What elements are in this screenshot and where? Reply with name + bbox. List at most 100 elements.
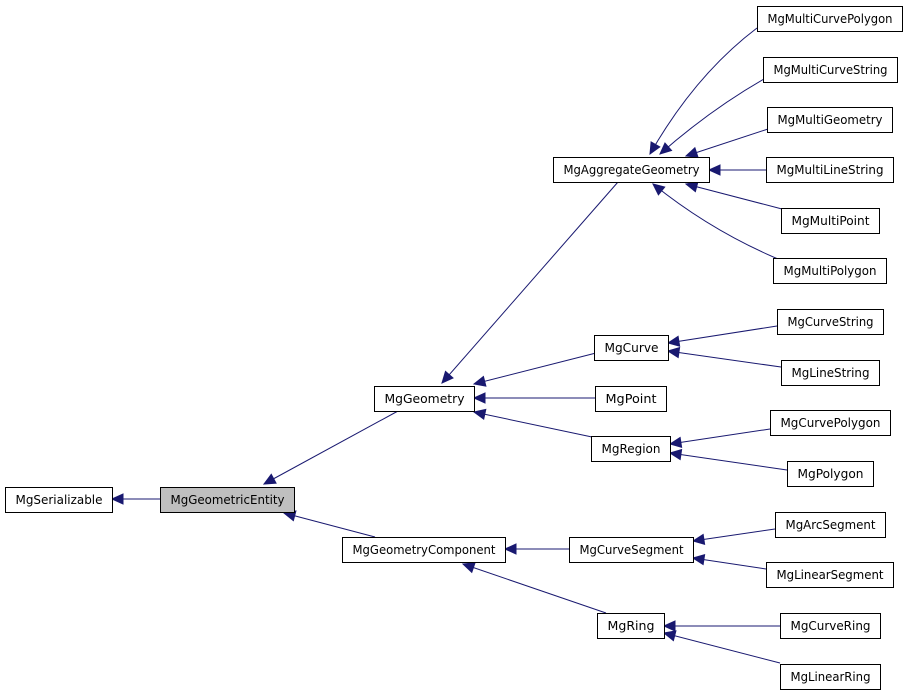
edge-multi-curve-polygon-to-aggregate-geometry — [649, 27, 758, 156]
class-node-curve[interactable]: MgCurve — [594, 335, 669, 361]
class-label: MgCurvePolygon — [781, 416, 881, 430]
class-node-line-string[interactable]: MgLineString — [781, 360, 880, 386]
class-node-point[interactable]: MgPoint — [595, 386, 667, 412]
class-box — [766, 157, 894, 183]
class-node-curve-segment[interactable]: MgCurveSegment — [569, 537, 694, 563]
class-node-aggregate-geometry[interactable]: MgAggregateGeometry — [553, 157, 710, 183]
edge-line-string-to-curve — [666, 346, 782, 368]
class-label: MgMultiCurvePolygon — [768, 12, 893, 26]
class-box — [595, 386, 667, 412]
arrow-head — [472, 392, 486, 404]
class-node-geometric-entity: MgGeometricEntity — [160, 487, 295, 513]
class-node-geometry[interactable]: MgGeometry — [374, 386, 475, 412]
class-node-ring[interactable]: MgRing — [597, 613, 665, 639]
class-label: MgLinearRing — [791, 670, 871, 684]
class-node-linear-ring[interactable]: MgLinearRing — [780, 664, 881, 690]
class-label: MgMultiPoint — [792, 214, 870, 228]
class-box — [780, 613, 881, 639]
class-label: MgSerializable — [16, 493, 103, 507]
class-label: MgLinearSegment — [777, 568, 884, 582]
edge-point-to-geometry — [472, 392, 595, 404]
arrow-head — [684, 181, 699, 193]
edge-line — [283, 512, 376, 538]
edge-linear-ring-to-ring — [662, 630, 781, 664]
class-box — [594, 335, 669, 361]
class-node-multi-polygon[interactable]: MgMultiPolygon — [773, 258, 887, 284]
arrow-head — [666, 335, 681, 347]
edge-geometry-to-geometric-entity — [262, 410, 399, 485]
arrow-head — [441, 370, 454, 384]
arrow-head — [649, 141, 661, 156]
arrow-head — [691, 533, 706, 546]
edge-multi-polygon-to-aggregate-geometry — [652, 183, 779, 260]
edge-curve-segment-to-geometry-component — [503, 543, 569, 555]
arrow-head — [472, 408, 487, 421]
class-box — [781, 208, 880, 234]
class-node-multi-curve-polygon[interactable]: MgMultiCurvePolygon — [757, 6, 903, 32]
class-box — [767, 107, 893, 133]
class-node-curve-ring[interactable]: MgCurveRing — [780, 613, 881, 639]
edge-multi-geometry-to-aggregate-geometry — [684, 128, 769, 158]
class-label: MgCurveRing — [791, 619, 871, 633]
class-node-multi-geometry[interactable]: MgMultiGeometry — [767, 107, 893, 133]
class-node-curve-polygon[interactable]: MgCurvePolygon — [770, 410, 891, 436]
class-label: MgCurve — [605, 341, 659, 355]
arrow-head — [652, 183, 666, 196]
class-box — [757, 6, 903, 32]
class-node-serializable[interactable]: MgSerializable — [5, 487, 113, 513]
edge-region-to-geometry — [472, 408, 593, 438]
edge-line — [263, 410, 399, 485]
class-label: MgGeometry — [385, 392, 465, 406]
class-label: MgPoint — [606, 392, 657, 406]
edge-geometric-entity-to-serializable — [110, 493, 160, 505]
edge-aggregate-geometry-to-geometry — [441, 181, 619, 384]
class-label: MgPolygon — [798, 467, 864, 481]
class-node-multi-point[interactable]: MgMultiPoint — [781, 208, 880, 234]
arrow-head — [472, 375, 487, 387]
class-node-curve-string[interactable]: MgCurveString — [777, 309, 884, 335]
edge-linear-segment-to-curve-segment — [691, 554, 767, 570]
edge-line — [473, 411, 593, 438]
class-box — [5, 487, 113, 513]
class-label: MgArcSegment — [786, 518, 876, 532]
class-label: MgRegion — [602, 442, 661, 456]
edge-line — [462, 563, 607, 614]
edge-line — [473, 352, 597, 385]
edge-arc-segment-to-curve-segment — [691, 528, 776, 546]
edge-line — [685, 183, 783, 210]
arrow-head — [668, 448, 683, 461]
edge-curve-polygon-to-region — [668, 428, 771, 449]
arrow-head — [662, 620, 676, 632]
class-node-multi-curve-string[interactable]: MgMultiCurveString — [763, 57, 898, 83]
arrow-head — [684, 146, 699, 158]
class-node-multi-line-string[interactable]: MgMultiLineString — [766, 157, 894, 183]
class-node-linear-segment[interactable]: MgLinearSegment — [766, 562, 894, 588]
class-node-polygon[interactable]: MgPolygon — [787, 461, 874, 487]
edge-line — [692, 557, 767, 570]
class-box — [766, 562, 894, 588]
edge-geometry-component-to-geometric-entity — [282, 510, 376, 538]
class-box — [591, 436, 671, 462]
class-node-geometry-component[interactable]: MgGeometryComponent — [342, 537, 506, 563]
edge-ring-to-geometry-component — [461, 562, 607, 614]
class-node-arc-segment[interactable]: MgArcSegment — [775, 512, 886, 538]
arrow-head — [662, 630, 677, 642]
edge-line — [685, 128, 769, 157]
class-label: MgLineString — [792, 366, 870, 380]
class-node-region[interactable]: MgRegion — [591, 436, 671, 462]
edge-line — [649, 27, 758, 155]
edge-curve-to-geometry — [472, 352, 597, 387]
class-box — [597, 613, 665, 639]
class-box — [374, 386, 475, 412]
edge-line — [669, 428, 771, 445]
class-box — [553, 157, 710, 183]
arrow-head — [707, 164, 721, 176]
class-label: MgMultiGeometry — [778, 113, 883, 127]
arrow-head — [503, 543, 517, 555]
class-box — [780, 664, 881, 690]
class-box — [781, 360, 880, 386]
class-label: MgRing — [608, 619, 655, 633]
edge-polygon-to-region — [668, 448, 788, 471]
